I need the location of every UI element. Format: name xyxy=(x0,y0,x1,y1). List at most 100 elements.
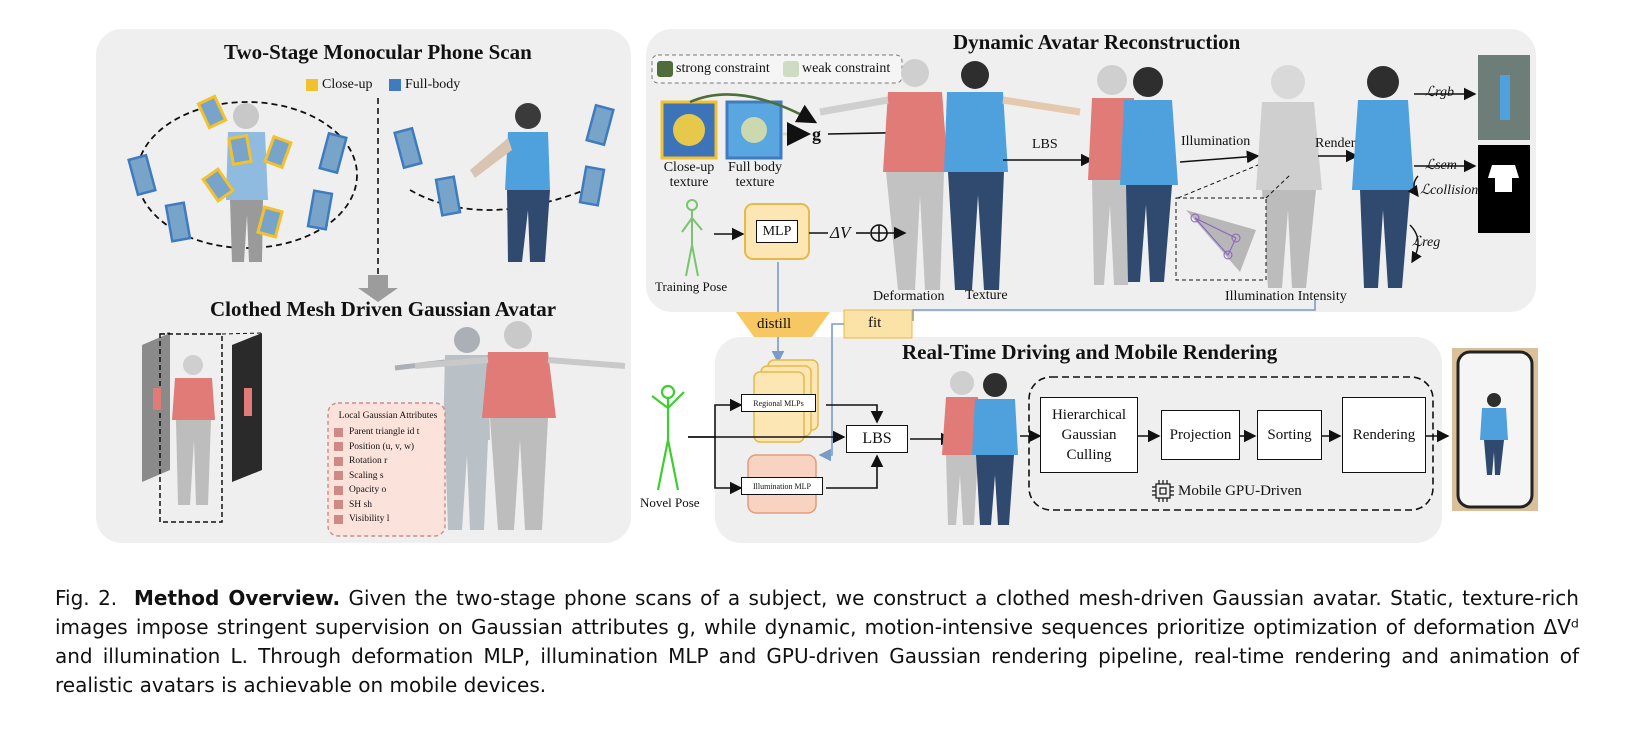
illumination-intensity-label: Illumination Intensity xyxy=(1225,289,1347,304)
illumination-zoom-inset xyxy=(1175,164,1291,281)
reg-loss-arrow xyxy=(1409,224,1422,264)
attribute-label: Rotation r xyxy=(349,456,388,467)
rgb-loss-label: ℒrgb xyxy=(1425,85,1455,100)
phone-avatar-head xyxy=(1487,393,1501,407)
rendering-box: Rendering xyxy=(1342,397,1426,473)
mobile-gpu-label: Mobile GPU-Driven xyxy=(1178,483,1302,499)
gaussian-avatar-figures xyxy=(394,321,626,530)
collision-loss-arrow xyxy=(1407,175,1419,198)
attribute-label: Opacity o xyxy=(349,485,387,496)
illumination-label: Illumination xyxy=(1181,134,1251,149)
caption-bold-title: Method Overview. xyxy=(133,586,341,610)
gaussian-avatar-title: Clothed Mesh Driven Gaussian Avatar xyxy=(210,297,557,321)
strong-constraint-swatch xyxy=(657,61,673,77)
closeup-texture-logo xyxy=(673,114,705,146)
fullbody-scan-figure xyxy=(409,103,586,271)
closeup-texture-label: Close-up texture xyxy=(663,160,715,190)
caption-figure-number: Fig. 2. xyxy=(55,586,118,610)
closeup-swatch xyxy=(306,79,318,91)
chip-icon xyxy=(1152,480,1174,502)
texture-label: Texture xyxy=(965,288,1008,303)
attribute-label: SH sh xyxy=(349,499,372,510)
fit-feedback-line xyxy=(912,300,1316,321)
distill-label: distill xyxy=(757,316,792,332)
legend-fullbody: Full-body xyxy=(389,77,460,93)
attribute-list-title: Local Gaussian Attributes xyxy=(338,411,438,421)
deformation-mesh-figure xyxy=(819,59,948,290)
illumination-intensity-figure xyxy=(1256,65,1322,288)
training-pose-skeleton xyxy=(681,199,703,277)
attribute-item: Opacity o xyxy=(334,483,442,498)
caption-body: Given the two-stage phone scans of a sub… xyxy=(55,586,1579,697)
uv-projection-box xyxy=(142,332,263,523)
regional-to-lbs-arrow xyxy=(826,404,884,424)
lbs-label: LBS xyxy=(1032,137,1058,152)
strong-constraint-label: strong constraint xyxy=(676,61,770,76)
closeup-scan-figure xyxy=(136,101,358,270)
scan-panel-title: Two-Stage Monocular Phone Scan xyxy=(224,40,532,64)
lbs-box: LBS xyxy=(846,425,908,453)
deformation-label: Deformation xyxy=(873,289,945,304)
attribute-list: Local Gaussian Attributes Parent triangl… xyxy=(334,411,442,527)
training-pose-label: Training Pose xyxy=(655,279,728,294)
semantic-mask-shirt xyxy=(1488,165,1519,192)
strong-constraint-arrow xyxy=(689,93,818,124)
stage-down-arrow xyxy=(358,275,398,302)
attribute-swatch xyxy=(334,427,343,437)
novel-pose-skeleton xyxy=(651,384,685,491)
fullbody-swatch xyxy=(389,79,401,91)
rgb-gt-person xyxy=(1500,75,1510,120)
illum-to-lbs-arrow xyxy=(826,454,884,489)
phone-avatar-body xyxy=(1480,408,1508,440)
fit-box xyxy=(843,309,913,339)
figure-caption: Fig. 2. Method Overview. Given the two-s… xyxy=(55,584,1579,700)
fullbody-legend-label: Full-body xyxy=(405,77,461,92)
attribute-swatch xyxy=(334,456,343,466)
texture-avatar-figure xyxy=(944,61,1081,290)
attribute-item: Parent triangle id t xyxy=(334,425,442,440)
attribute-card xyxy=(327,402,446,537)
phone-avatar-legs xyxy=(1484,440,1504,475)
fullbody-camera-frames xyxy=(393,103,615,217)
render-label: Render xyxy=(1315,136,1356,151)
mlp-box: MLP xyxy=(756,220,798,243)
add-cross xyxy=(871,225,887,241)
closeup-camera-frames xyxy=(127,94,348,243)
collision-loss-label: ℒcollision xyxy=(1420,183,1479,198)
pose-to-regional-arrow xyxy=(688,398,743,438)
attribute-swatch xyxy=(334,485,343,495)
fullbody-texture-logo xyxy=(741,117,767,143)
culling-box: Hierarchical Gaussian Culling xyxy=(1040,397,1138,473)
regional-mlps-box: Regional MLPs xyxy=(741,394,816,412)
reconstruction-panel-title: Dynamic Avatar Reconstruction xyxy=(953,30,1241,54)
closeup-legend-label: Close-up xyxy=(322,77,373,92)
driven-avatar-figures xyxy=(942,371,1018,525)
illumination-arrow xyxy=(1179,150,1260,164)
novel-pose-label: Novel Pose xyxy=(640,495,700,510)
gpu-pipeline-frame xyxy=(1028,376,1434,511)
attribute-item: Visibility l xyxy=(334,512,442,527)
attribute-item: Rotation r xyxy=(334,454,442,469)
attribute-label: Position (u, v, w) xyxy=(349,441,415,452)
delta-v-label: ΔV xyxy=(830,223,851,242)
pose-to-illum-arrow xyxy=(714,437,743,495)
attribute-swatch xyxy=(334,500,343,510)
sorting-box: Sorting xyxy=(1257,410,1322,460)
attribute-item: Scaling s xyxy=(334,469,442,484)
legend-closeup: Close-up xyxy=(306,77,373,93)
attribute-label: Parent triangle id t xyxy=(349,427,420,438)
reg-loss-label: ℒreg xyxy=(1412,235,1441,250)
posed-avatar-figures xyxy=(1088,65,1178,285)
weak-constraint-swatch xyxy=(783,61,799,77)
attribute-swatch xyxy=(334,442,343,452)
gaussian-attributes-symbol: g xyxy=(812,124,821,144)
fit-to-illum-arrow xyxy=(818,323,844,462)
attribute-swatch xyxy=(334,471,343,481)
sem-loss-label: ℒsem xyxy=(1425,158,1457,173)
attribute-label: Visibility l xyxy=(349,514,390,525)
fullbody-texture-label: Full body texture xyxy=(727,160,783,190)
projection-box: Projection xyxy=(1161,410,1240,460)
rendered-avatar-figure xyxy=(1352,66,1414,288)
attribute-item: Position (u, v, w) xyxy=(334,440,442,455)
